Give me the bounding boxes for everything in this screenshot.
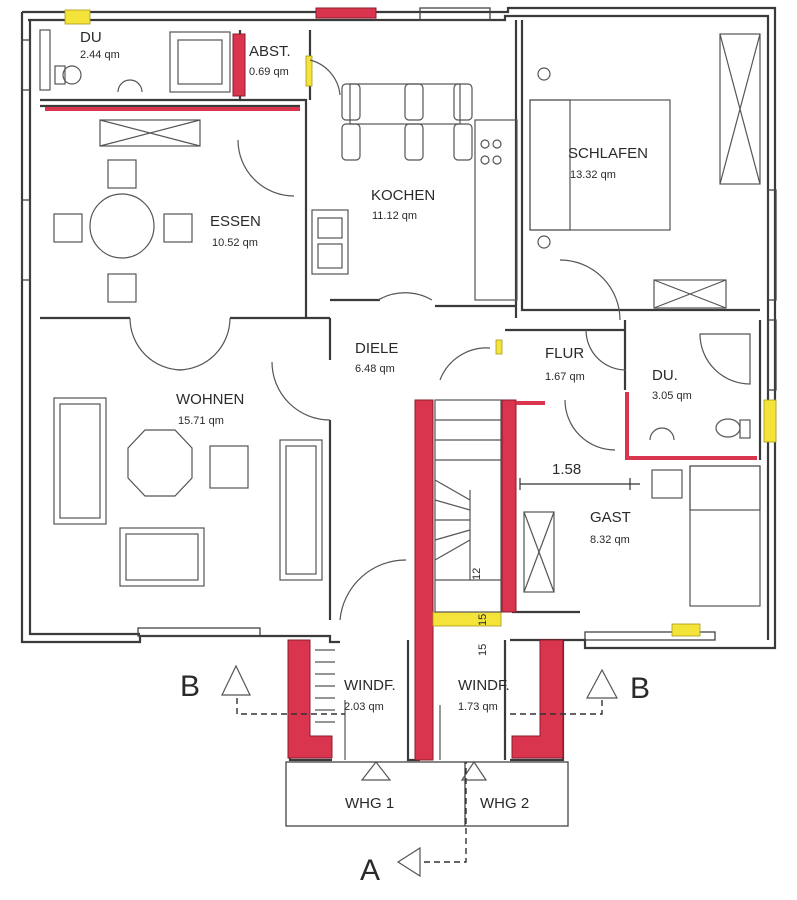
room-labels: DU 2.44 qm ABST. 0.69 qm KOCHEN 11.12 qm… — [80, 29, 692, 713]
gast-name: GAST — [590, 509, 631, 526]
diele-name: DIELE — [355, 340, 398, 357]
du-top-name: DU — [80, 29, 102, 46]
abst-name: ABST. — [249, 43, 291, 60]
windows — [21, 7, 777, 391]
wohnen-area: 15.71 qm — [178, 415, 224, 427]
stair-number-1: 12 — [471, 568, 483, 580]
entrance-whg1: WHG 1 — [345, 795, 394, 812]
flur-area: 1.67 qm — [545, 371, 585, 383]
dining-table — [53, 119, 201, 303]
kochen-name: KOCHEN — [371, 187, 435, 204]
entrance-block — [285, 760, 569, 827]
du-right-name: DU. — [652, 367, 678, 384]
diele-area: 6.48 qm — [355, 363, 395, 375]
du-right-area: 3.05 qm — [652, 390, 692, 402]
kitchen-fixtures — [311, 83, 518, 301]
living-furniture — [53, 397, 323, 587]
bedroom-furniture — [529, 33, 761, 309]
dimension-label: 1.58 — [552, 461, 581, 478]
stair-number-3: 15 — [477, 644, 489, 656]
demolished-parts — [64, 9, 777, 637]
flur-name: FLUR — [545, 345, 584, 362]
dimension-line — [519, 478, 640, 490]
stair-number-2: 15 — [477, 614, 489, 626]
windf1-name: WINDF. — [344, 677, 396, 694]
schlafen-name: SCHLAFEN — [568, 145, 648, 162]
windf2-name: WINDF. — [458, 677, 510, 694]
schlafen-area: 13.32 qm — [570, 169, 616, 181]
outer-walls — [20, 6, 777, 650]
abst-area: 0.69 qm — [249, 66, 289, 78]
annotations: 1.58 12 15 15 B B A WHG 1 WHG 2 — [180, 461, 650, 887]
du-top-area: 2.44 qm — [80, 49, 120, 61]
kochen-area: 11.12 qm — [372, 210, 417, 222]
essen-area: 10.52 qm — [212, 237, 258, 249]
wohnen-name: WOHNEN — [176, 391, 244, 408]
gast-area: 8.32 qm — [590, 534, 630, 546]
essen-name: ESSEN — [210, 213, 261, 230]
entrance-whg2: WHG 2 — [480, 795, 529, 812]
doors — [129, 59, 627, 760]
section-b-right: B — [630, 672, 650, 705]
section-b-left: B — [180, 670, 200, 703]
windf2-area: 1.73 qm — [458, 701, 498, 713]
du-right-fixtures — [649, 333, 751, 441]
section-markers — [221, 664, 619, 878]
windf1-area: 2.03 qm — [344, 701, 384, 713]
section-a: A — [360, 854, 380, 887]
guest-furniture — [523, 465, 761, 607]
du-top-fixtures — [39, 29, 231, 93]
staircase — [315, 399, 502, 723]
new-walls — [45, 7, 757, 761]
